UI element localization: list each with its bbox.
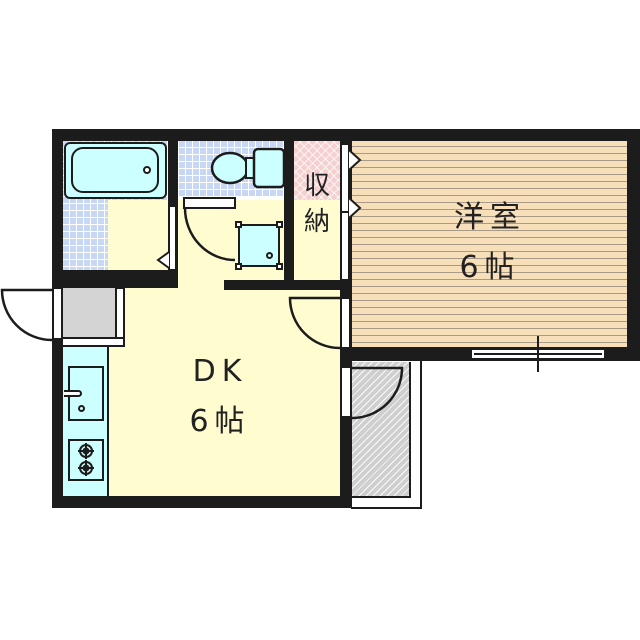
storage-label: 収 納 xyxy=(296,168,338,240)
storage-door-lower[interactable] xyxy=(340,211,350,281)
western-room-door[interactable] xyxy=(340,297,351,349)
storage-door-hinge-icon xyxy=(348,149,362,219)
western-room-size: 6帖 xyxy=(459,250,521,285)
wall-right xyxy=(627,129,640,360)
wall-left-upper xyxy=(52,129,63,287)
wall-toilet-right xyxy=(284,140,294,290)
entrance-step xyxy=(63,337,125,347)
bathtub-drain-icon xyxy=(143,166,151,174)
toilet-icon xyxy=(210,147,286,189)
window-mark xyxy=(537,336,539,372)
wall-bath-bottom xyxy=(52,270,178,288)
front-door-frame[interactable] xyxy=(52,287,63,340)
western-room-label: 洋室 6帖 xyxy=(400,198,580,288)
front-door-swing-icon xyxy=(0,288,53,342)
faucet-icon xyxy=(64,390,82,397)
sink-drain-icon xyxy=(78,405,85,412)
wm-corner-bl xyxy=(235,263,242,270)
wall-top xyxy=(52,129,640,141)
balcony-door[interactable] xyxy=(340,366,352,418)
western-room-floor xyxy=(351,140,628,347)
wm-corner-br xyxy=(276,263,283,270)
balcony-railing-outline xyxy=(351,360,422,509)
wm-corner-tr xyxy=(276,221,283,228)
balcony-floor xyxy=(351,362,411,498)
bathroom-door-hinge-icon xyxy=(156,251,170,269)
western-door-swing-icon xyxy=(288,296,341,350)
bathroom-door[interactable] xyxy=(168,205,177,271)
storage-label-line2: 納 xyxy=(303,207,330,237)
wall-entrance-right xyxy=(115,287,125,339)
wall-bottom xyxy=(52,496,352,508)
wall-storage-bottom xyxy=(224,280,344,290)
dk-label: DK 6帖 xyxy=(140,352,300,442)
wm-drain-icon xyxy=(266,252,273,259)
storage-label-line1: 収 xyxy=(303,171,330,201)
entrance-floor xyxy=(63,287,115,339)
western-room-name: 洋室 xyxy=(454,200,526,235)
dk-name: DK xyxy=(192,354,248,389)
washing-machine-pan xyxy=(238,224,280,267)
wall-left-lower xyxy=(52,338,63,508)
toilet-door-swing-icon xyxy=(183,207,236,262)
wm-corner-tl xyxy=(235,221,242,228)
dk-size: 6帖 xyxy=(189,404,251,439)
balcony-door-swing-icon xyxy=(351,366,404,420)
toilet-door[interactable] xyxy=(183,197,236,209)
stove-burner-icon xyxy=(78,443,94,476)
balcony-railing xyxy=(352,362,418,507)
